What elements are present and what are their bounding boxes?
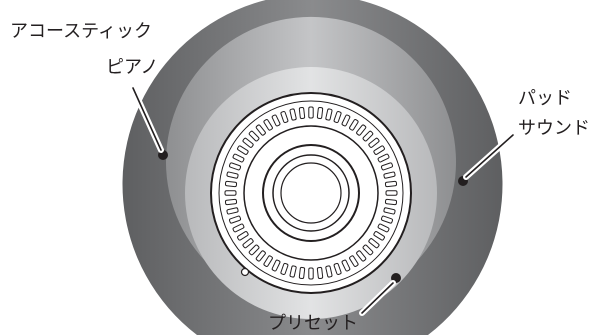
knurl-tooth <box>224 198 238 206</box>
knurl-tooth <box>349 255 359 267</box>
knurl-tooth <box>380 215 393 224</box>
knurl-tooth <box>280 262 289 275</box>
knurl-tooth <box>362 244 374 256</box>
knurl-tooth <box>308 267 314 280</box>
knurl-tooth <box>224 180 238 188</box>
knurl-tooth <box>316 266 324 280</box>
acoustic-piano-label-line2: ピアノ <box>106 57 158 78</box>
knurl-tooth <box>271 259 281 272</box>
knurl-tooth <box>232 153 245 163</box>
knurl-tooth <box>298 266 306 280</box>
knurl-tooth <box>385 190 398 196</box>
knurl-tooth <box>368 137 380 148</box>
knurl-tooth <box>271 114 281 127</box>
knurl-tooth <box>356 250 367 262</box>
knurl-tooth <box>377 223 390 233</box>
knurl-tooth <box>255 124 266 136</box>
knurl-tooth <box>298 106 306 120</box>
knurl-tooth <box>237 145 249 155</box>
pad-sound-leader-line <box>465 134 514 178</box>
preset-leader-line <box>361 282 394 314</box>
knurl-tooth <box>289 265 297 278</box>
knurl-tooth <box>362 130 374 142</box>
knurl-tooth <box>368 238 380 249</box>
knurl-tooth <box>229 162 242 171</box>
pad-sound-label-line2: サウンド <box>518 118 590 139</box>
knurl-tooth <box>333 111 342 124</box>
knurl-tooth <box>255 250 266 262</box>
knurl-tooth <box>384 198 398 206</box>
knurl-tooth <box>373 231 385 241</box>
knurl-tooth <box>341 259 351 272</box>
knurl-tooth <box>237 231 249 241</box>
knurl-tooth <box>383 171 396 179</box>
knurl-tooth <box>248 244 260 256</box>
knurl-tooth <box>341 114 351 127</box>
preset-label: プリセット <box>268 313 358 334</box>
center-knob-outer <box>262 144 360 242</box>
knurl-tooth <box>242 137 254 148</box>
knurl-tooth <box>280 111 289 124</box>
knurl-tooth <box>377 153 390 163</box>
acoustic-piano-label-line1: アコースティック <box>10 21 152 42</box>
knurl-tooth <box>242 238 254 249</box>
knurl-tooth <box>229 215 242 224</box>
knurl-tooth <box>263 119 273 131</box>
knurl-tooth <box>308 106 314 119</box>
knurl-tooth <box>380 162 393 171</box>
acoustic-piano-leader-line <box>132 87 162 151</box>
knurl-tooth <box>356 124 367 136</box>
knurl-tooth <box>232 223 245 233</box>
knurl-tooth <box>226 171 239 179</box>
knurl-tooth <box>289 108 297 121</box>
knurl-tooth <box>263 255 273 267</box>
knurl-tooth <box>373 145 385 155</box>
knurl-tooth <box>383 207 396 215</box>
center-knob-inner <box>280 162 342 224</box>
knurl-tooth <box>325 265 333 278</box>
knurl-tooth <box>248 130 260 142</box>
knurl-tooth <box>226 207 239 215</box>
pad-sound-label-line1: パッド <box>518 88 572 109</box>
knurl-tooth <box>316 106 324 120</box>
knurl-tooth <box>384 180 398 188</box>
knurl-tooth <box>224 190 237 196</box>
knurl-tooth <box>349 119 359 131</box>
knurl-tooth <box>325 108 333 121</box>
knurl-tooth <box>333 262 342 275</box>
dial-knurl-teeth <box>224 106 398 280</box>
